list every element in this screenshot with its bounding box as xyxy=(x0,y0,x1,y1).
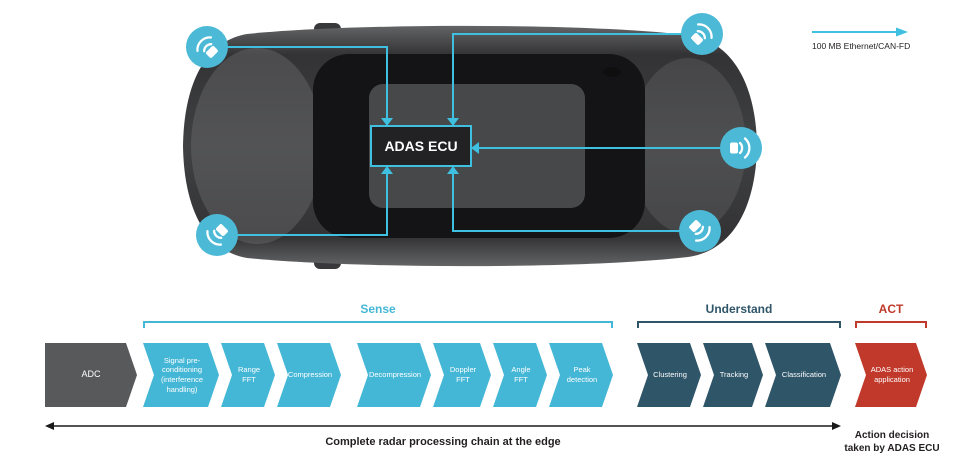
step-adc: ADC xyxy=(45,343,137,407)
trunk-highlight xyxy=(630,58,746,234)
sense-bracket xyxy=(143,321,613,328)
step-doppler-fft: Doppler FFT xyxy=(433,343,491,407)
action-decision-caption: Action decision taken by ADAS ECU xyxy=(836,429,948,455)
step-peak-detection: Peak detection xyxy=(549,343,613,407)
sensor-ecu-connections xyxy=(207,33,741,236)
step-adas-action-application: ADAS action application xyxy=(855,343,927,407)
adas-ecu-label: ADAS ECU xyxy=(384,138,457,154)
group-label-understand: Understand xyxy=(705,302,773,316)
ethernet-legend: 100 MB Ethernet/CAN-FD xyxy=(812,27,914,51)
action-decision-line1: Action decision xyxy=(854,430,930,441)
step-clustering: Clustering xyxy=(637,343,701,407)
adas-ecu-box: ADAS ECU xyxy=(370,125,472,167)
step-classification: Classification xyxy=(765,343,841,407)
right-arrow-icon xyxy=(812,27,908,37)
radar-sensor-bottom-left xyxy=(196,214,238,256)
edge-chain-double-arrow xyxy=(45,422,841,430)
car-top-view-diagram: ADAS ECU xyxy=(183,13,762,269)
action-decision-line2: taken by ADAS ECU xyxy=(844,443,940,454)
radar-sensor-right xyxy=(720,127,762,169)
processing-chain: ADC Signal pre-conditioning (interferenc… xyxy=(45,343,927,407)
radar-sensor-top-left xyxy=(186,26,228,68)
radar-sensor-top-right xyxy=(681,13,723,55)
chain-caption: Complete radar processing chain at the e… xyxy=(325,436,561,448)
step-signal-pre-conditioning: Signal pre-conditioning (interference ha… xyxy=(143,343,219,407)
step-compression: Compression xyxy=(277,343,341,407)
group-label-act: ACT xyxy=(878,302,904,316)
radar-sensor-bottom-right xyxy=(679,210,721,252)
step-angle-fft: Angle FFT xyxy=(493,343,547,407)
antenna-fin xyxy=(603,67,621,77)
step-decompression: Decompression xyxy=(357,343,431,407)
step-tracking: Tracking xyxy=(703,343,763,407)
connection-arrowheads xyxy=(381,118,479,174)
act-bracket xyxy=(855,321,927,328)
legend-label: 100 MB Ethernet/CAN-FD xyxy=(812,41,911,51)
step-range-fft: Range FFT xyxy=(221,343,275,407)
hood-highlight xyxy=(191,48,323,244)
understand-bracket xyxy=(637,321,841,328)
group-label-sense: Sense xyxy=(360,302,396,316)
